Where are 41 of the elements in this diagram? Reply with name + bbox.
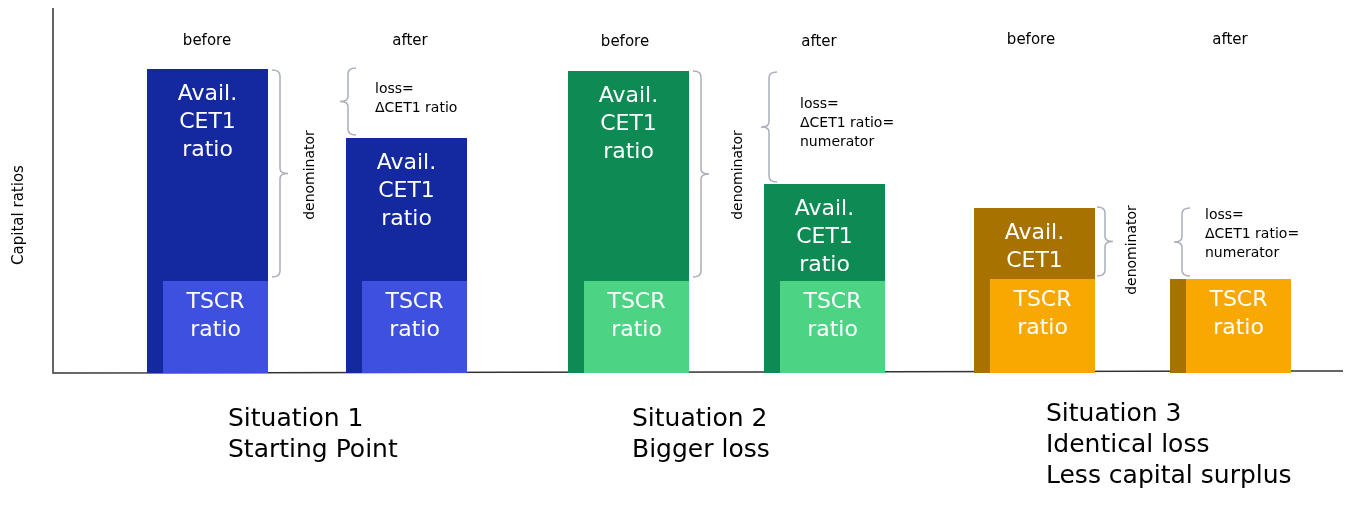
situation-caption: Situation 1 — [228, 403, 364, 433]
brace-label: denominator — [301, 130, 317, 220]
bar-segment — [362, 281, 467, 373]
bar-label: TSCR ratio — [1012, 285, 1073, 341]
bar-segment — [780, 281, 885, 373]
column-heading: after — [801, 32, 837, 50]
situation-caption: Starting Point — [228, 434, 398, 464]
brace-label: denominator — [1123, 205, 1139, 295]
situation-caption: Bigger loss — [632, 434, 770, 464]
column-heading: before — [600, 32, 650, 50]
bar-label: Avail. CET1 ratio — [375, 148, 438, 232]
bar — [974, 208, 1095, 373]
bar-label: TSCR ratio — [384, 287, 445, 343]
bar-label: TSCR ratio — [1208, 285, 1269, 341]
bar-label: TSCR ratio — [606, 287, 667, 343]
annotation-text: loss= ΔCET1 ratio — [375, 79, 459, 117]
column-heading: before — [1006, 30, 1056, 48]
column-heading: after — [1212, 30, 1248, 48]
bar — [764, 184, 885, 373]
bar-segment — [584, 281, 689, 373]
bar-segment — [990, 279, 1095, 373]
situation-caption: Identical loss — [1046, 429, 1210, 459]
bar-label: Avail. CET1 ratio — [597, 81, 660, 165]
bar-label: Avail. CET1 ratio — [793, 194, 856, 278]
bar — [147, 69, 268, 373]
situation-caption: Situation 3 — [1046, 398, 1182, 428]
annotation-text: loss= ΔCET1 ratio= numerator — [800, 94, 896, 151]
bar-label: TSCR ratio — [802, 287, 863, 343]
annotation-text: loss= ΔCET1 ratio= numerator — [1205, 205, 1301, 262]
column-heading: before — [182, 31, 232, 49]
situation-caption: Less capital surplus — [1046, 460, 1292, 490]
bar-segment — [163, 281, 268, 373]
bar — [568, 71, 689, 373]
bar — [346, 138, 467, 373]
bar-label: Avail. CET1 — [1003, 218, 1066, 274]
column-heading: after — [392, 31, 428, 49]
situation-caption: Situation 2 — [632, 403, 768, 433]
bar-label: TSCR ratio — [185, 287, 246, 343]
bar-label: Avail. CET1 ratio — [176, 79, 239, 163]
brace-label: denominator — [729, 130, 745, 220]
axis-title: Capital ratios — [9, 165, 27, 265]
